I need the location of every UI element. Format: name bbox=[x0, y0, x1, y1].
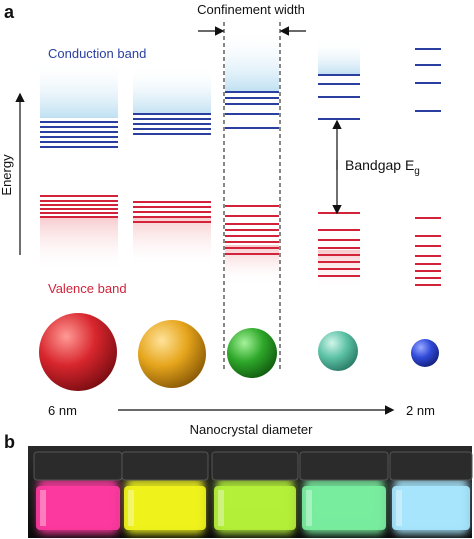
valence-band-label: Valence band bbox=[48, 281, 127, 296]
conduction-band-label: Conduction band bbox=[48, 46, 146, 61]
valence-glow bbox=[225, 245, 279, 285]
band-column-3 bbox=[225, 30, 279, 285]
vial-2 bbox=[121, 451, 209, 534]
blue-nanocrystal bbox=[411, 339, 439, 367]
green-nanocrystal bbox=[227, 328, 277, 378]
vial-1 bbox=[33, 451, 123, 534]
energy-axis-label: Energy bbox=[0, 154, 14, 196]
size-label-large: 6 nm bbox=[48, 403, 77, 418]
bandgap-label: Bandgap Eg bbox=[345, 157, 420, 177]
band-column-4 bbox=[318, 40, 360, 290]
conduction-glow bbox=[225, 30, 279, 92]
band-column-2 bbox=[133, 65, 211, 268]
diameter-axis-label: Nanocrystal diameter bbox=[190, 422, 313, 437]
valence-glow bbox=[40, 216, 118, 272]
conduction-glow bbox=[133, 65, 211, 115]
band-diagram bbox=[40, 30, 441, 290]
conduction-glow bbox=[40, 60, 118, 118]
vial-3 bbox=[211, 451, 299, 534]
vial-5 bbox=[389, 451, 473, 534]
size-label-small: 2 nm bbox=[406, 403, 435, 418]
panel-a-letter: a bbox=[4, 2, 15, 22]
band-column-5 bbox=[415, 48, 441, 286]
panel-b-letter: b bbox=[4, 432, 15, 452]
band-column-1 bbox=[40, 60, 118, 272]
red-nanocrystal bbox=[39, 313, 117, 391]
bandgap-subscript: g bbox=[414, 166, 420, 177]
nanocrystal-spheres bbox=[39, 313, 439, 391]
conduction-glow bbox=[318, 40, 360, 75]
orange-nanocrystal bbox=[138, 320, 206, 388]
confinement-width-label: Confinement width bbox=[197, 2, 305, 17]
vials-photo bbox=[28, 446, 473, 538]
teal-nanocrystal bbox=[318, 331, 358, 371]
valence-glow bbox=[133, 216, 211, 268]
vial-4 bbox=[299, 451, 389, 534]
